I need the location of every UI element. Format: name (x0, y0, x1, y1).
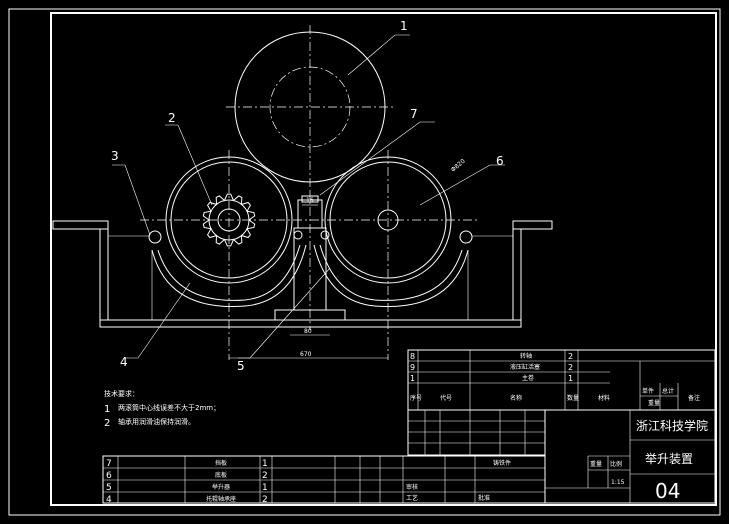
dim-670: 670 (300, 351, 312, 358)
svg-text:转轴: 转轴 (520, 352, 532, 360)
label-6: 6 (496, 154, 504, 168)
svg-text:1: 1 (104, 404, 110, 415)
leader-lines (112, 34, 505, 359)
tech-requirements: 技术要求： 1 两滚筒中心线误差不大于2mm； 2 轴承用润滑油保持润滑。 (104, 389, 220, 429)
svg-text:2: 2 (568, 363, 573, 372)
dimensions: 16 80 670 Φ820 (229, 158, 467, 359)
inner-border (50, 12, 717, 506)
svg-text:举升器: 举升器 (212, 483, 230, 491)
left-roller (165, 150, 293, 360)
dim-diameter: Φ820 (450, 158, 467, 174)
dim-80: 80 (304, 328, 312, 335)
svg-text:2: 2 (568, 352, 573, 361)
svg-text:技术要求：: 技术要求： (104, 389, 139, 398)
svg-text:代号: 代号 (440, 394, 452, 402)
svg-text:重量: 重量 (590, 460, 602, 468)
trough-base (52, 220, 553, 328)
svg-text:托辊轴承座: 托辊轴承座 (206, 495, 236, 503)
svg-text:1: 1 (262, 483, 268, 493)
svg-text:8: 8 (410, 352, 415, 361)
svg-text:重量: 重量 (648, 399, 660, 407)
svg-text:主卷: 主卷 (522, 374, 534, 382)
svg-text:总计: 总计 (662, 387, 674, 395)
label-4: 4 (120, 355, 128, 369)
svg-text:液压缸活塞: 液压缸活塞 (510, 363, 540, 371)
svg-text:审核: 审核 (406, 483, 418, 491)
right-roller (324, 150, 452, 360)
left-belt (157, 244, 301, 301)
drawing-number: 04 (655, 479, 680, 503)
idler-left (148, 230, 162, 244)
svg-text:挡板: 挡板 (215, 459, 227, 467)
svg-text:5: 5 (106, 483, 112, 493)
scale-value: 1:15 (611, 479, 625, 486)
svg-text:序号: 序号 (410, 394, 422, 402)
svg-text:名称: 名称 (510, 394, 522, 402)
svg-text:铸铁件: 铸铁件 (493, 459, 511, 467)
svg-text:轴承用润滑油保持润滑。: 轴承用润滑油保持润滑。 (118, 417, 195, 426)
svg-text:4: 4 (106, 495, 112, 505)
label-1: 1 (400, 19, 408, 33)
label-7: 7 (410, 107, 418, 121)
idler-right (459, 230, 473, 244)
school-name: 浙江科技学院 (636, 418, 708, 433)
drawing-title: 举升装置 (645, 452, 693, 466)
dim-16: 16 (306, 197, 314, 204)
lower-bom-table: 7 挡板 1 6 底板 2 5 举升器 1 4 托辊轴承座 2 铸铁件 审核 工… (102, 455, 546, 505)
revision-grid (407, 409, 546, 456)
title-block: 浙江科技学院 举升装置 重量 比例 1:15 04 (544, 409, 716, 504)
lift-column (274, 190, 346, 330)
upper-bom-table: 8 转轴 2 9 液压缸活塞 2 1 主卷 1 序号 代号 名称 数量 材料 单… (407, 349, 716, 411)
svg-text:1: 1 (410, 374, 415, 383)
outer-border (8, 8, 721, 516)
svg-text:两滚筒中心线误差不大于2mm；: 两滚筒中心线误差不大于2mm； (118, 403, 220, 412)
svg-text:数量: 数量 (567, 394, 579, 402)
label-2: 2 (168, 111, 176, 125)
svg-text:工艺: 工艺 (406, 494, 418, 502)
right-belt (319, 244, 463, 301)
label-3: 3 (111, 149, 119, 163)
svg-text:1: 1 (262, 459, 268, 469)
svg-text:比例: 比例 (610, 460, 622, 468)
svg-text:单件: 单件 (642, 387, 654, 395)
svg-text:6: 6 (106, 471, 112, 481)
upper-roller (226, 25, 394, 190)
svg-text:批准: 批准 (478, 494, 490, 502)
svg-text:底板: 底板 (215, 471, 227, 479)
label-5: 5 (237, 359, 245, 373)
svg-text:1: 1 (568, 374, 573, 383)
svg-text:2: 2 (104, 418, 110, 429)
svg-text:7: 7 (106, 459, 112, 469)
svg-text:2: 2 (262, 471, 268, 481)
svg-text:材料: 材料 (598, 394, 610, 402)
svg-text:备注: 备注 (688, 394, 700, 402)
svg-text:9: 9 (410, 363, 415, 372)
svg-text:2: 2 (262, 495, 268, 505)
